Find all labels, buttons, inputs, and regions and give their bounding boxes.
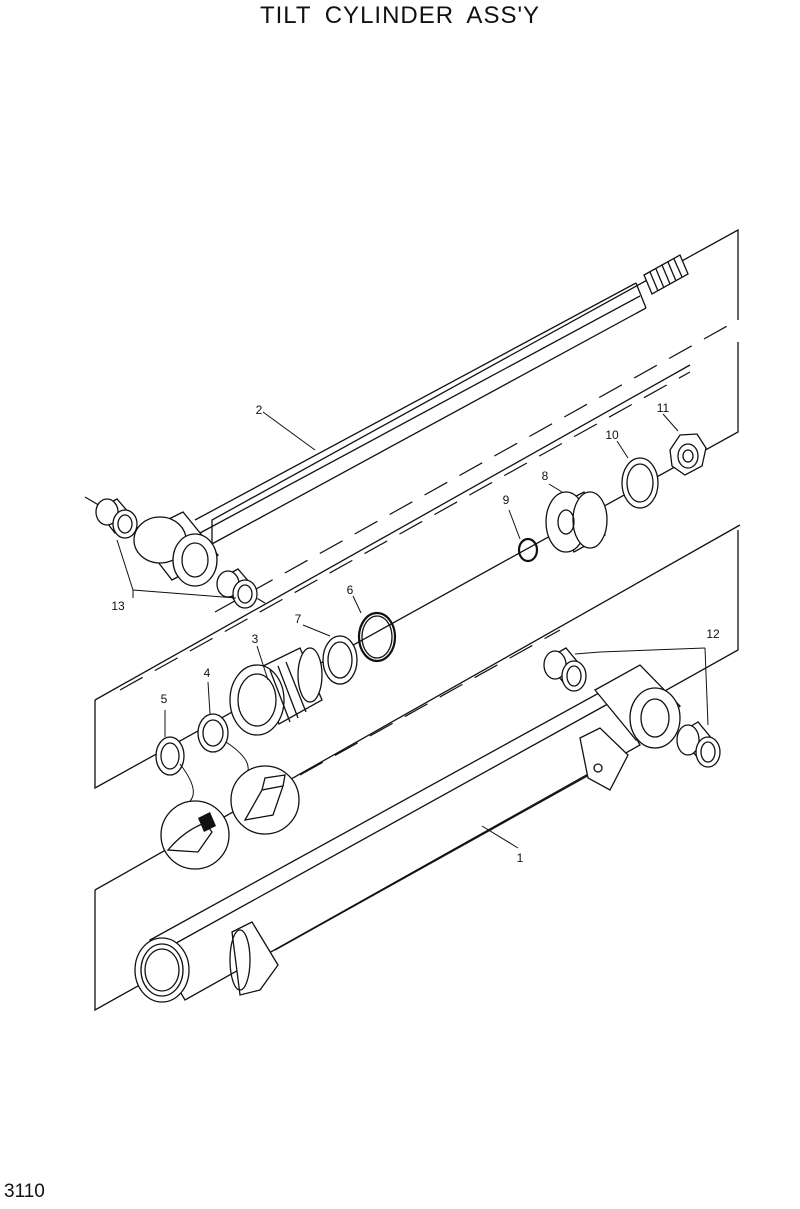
piston	[545, 491, 608, 553]
page-number: 3110	[4, 1181, 45, 1202]
cylinder-tube	[134, 664, 681, 1003]
leader-lines	[116, 411, 709, 849]
callout-7: 7	[295, 612, 302, 626]
nut	[669, 433, 707, 476]
detail-view-right	[225, 741, 300, 835]
ring-4	[197, 713, 229, 753]
assembly-frame	[84, 228, 741, 1012]
callout-1: 1	[517, 851, 524, 865]
bushing-12-lower	[676, 721, 721, 768]
callout-12: 12	[706, 627, 720, 641]
piston-rod	[133, 254, 689, 587]
gland	[229, 647, 323, 736]
callout-3: 3	[252, 632, 259, 646]
callout-13: 13	[111, 599, 125, 613]
detail-view-left	[160, 763, 230, 870]
ring-5	[155, 736, 185, 776]
callout-8: 8	[542, 469, 549, 483]
o-ring-6	[357, 611, 397, 663]
callout-2: 2	[256, 403, 263, 417]
diagram-title: TILT CYLINDER ASS'Y	[259, 2, 541, 29]
callout-9: 9	[503, 493, 510, 507]
callout-10: 10	[605, 428, 619, 442]
callout-4: 4	[204, 666, 211, 680]
bushing-12-upper	[543, 647, 587, 692]
callout-5: 5	[161, 692, 168, 706]
ring-7	[322, 635, 358, 685]
ring-10	[621, 457, 659, 509]
bushing-13-lower	[216, 568, 258, 609]
bushing-13-upper	[95, 498, 138, 539]
callout-11: 11	[657, 401, 670, 415]
callout-6: 6	[347, 583, 354, 597]
o-ring-9	[517, 537, 539, 563]
